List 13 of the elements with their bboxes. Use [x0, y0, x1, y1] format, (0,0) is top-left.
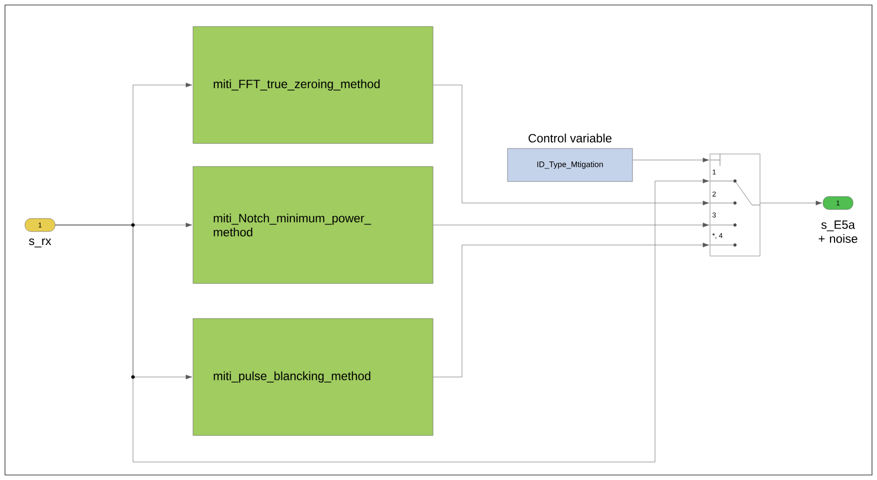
arrow — [760, 200, 822, 206]
arrow — [433, 84, 710, 206]
node-label: Control variable — [528, 134, 612, 142]
arrow — [55, 178, 710, 462]
arrow — [433, 222, 710, 228]
arrow — [632, 158, 710, 162]
constant-block: Control variable ID_Type_Mtigation — [507, 134, 633, 182]
subsystem-box: miti_FFT_true_zeroing_method — [192, 26, 434, 144]
arrow — [433, 242, 710, 378]
node-label: s_rx — [29, 238, 52, 248]
subsystem-box: miti_pulse_blancking_method — [192, 318, 434, 436]
subsystem-box: miti_Notch_minimum_power_ method — [192, 166, 434, 284]
node-label: s_E5a + noise — [818, 220, 858, 243]
